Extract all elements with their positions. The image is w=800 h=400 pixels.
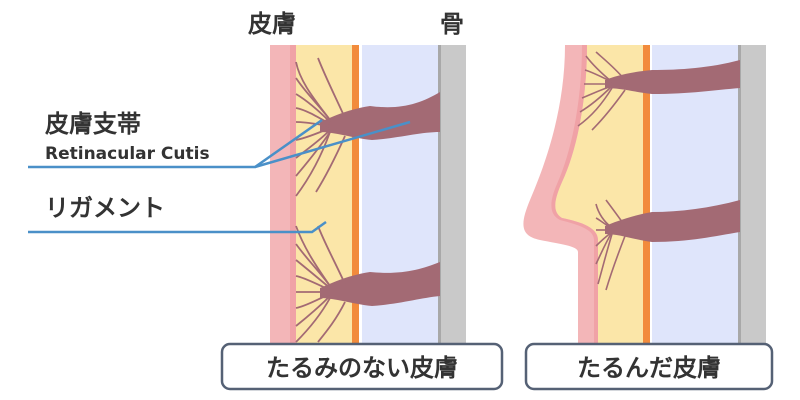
caption-box-left	[220, 342, 504, 391]
retinacula-label-en: Retinacular Cutis	[45, 144, 210, 164]
sagging-skin-panel	[523, 45, 766, 345]
caption-right: たるんだ皮膚	[577, 354, 721, 382]
caption-box-right	[524, 342, 774, 391]
fascia-line	[352, 45, 359, 345]
ligament-upper	[320, 92, 440, 140]
bone-layer	[440, 45, 466, 345]
ligament-upper-sagging	[605, 60, 740, 94]
caption-left: たるみのない皮膚	[266, 354, 458, 382]
ligament-pointer-line-upper	[254, 120, 411, 169]
epidermis-line	[290, 45, 296, 345]
retinacula-fibers-upper-sagging	[577, 51, 626, 131]
retinacula-fibers-lower-sagging	[595, 199, 626, 291]
deep-space-sagging	[652, 45, 738, 345]
bone-layer-sagging	[740, 45, 766, 345]
periosteum-line	[438, 45, 441, 345]
bone-label: 骨	[440, 10, 464, 38]
fat-layer-sagging	[552, 45, 645, 345]
ligament-lower-sagging	[605, 200, 740, 242]
tight-skin-panel	[270, 45, 466, 345]
skin-label: 皮膚	[248, 10, 296, 38]
periosteum-line-sagging	[738, 45, 741, 345]
retinacula-fibers-lower	[295, 225, 346, 343]
retinacula-label-jp: 皮膚支帯	[45, 110, 141, 138]
ligament-lower	[320, 262, 440, 306]
ligament-pointer-line	[28, 220, 327, 234]
ligament-label: リガメント	[45, 194, 165, 222]
fascia-line-sagging	[643, 45, 650, 345]
